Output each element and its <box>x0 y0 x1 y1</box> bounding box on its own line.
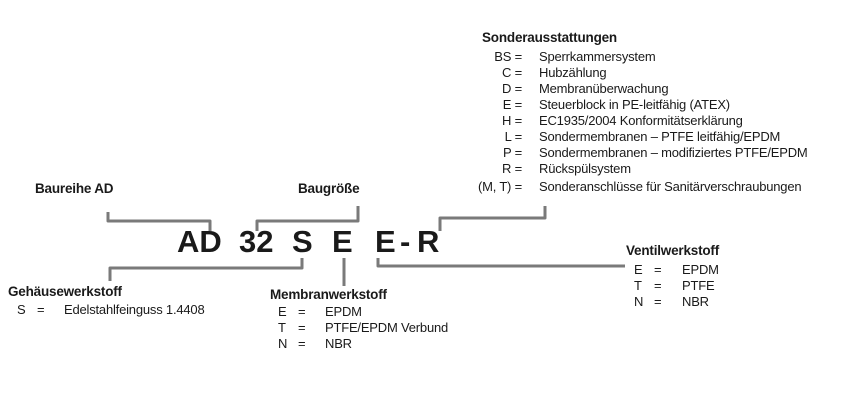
membrane-title: Membranwerkstoff <box>270 287 387 302</box>
valve-title: Ventilwerkstoff <box>626 243 720 258</box>
code-series: AD <box>177 224 222 259</box>
special-title: Sonderausstattungen <box>482 30 617 45</box>
code-housing: S <box>292 224 313 259</box>
series-label: Baureihe AD <box>35 181 114 196</box>
special-connector <box>438 206 547 231</box>
code-membrane: E <box>332 224 353 259</box>
housing-connector <box>108 258 304 281</box>
code-size: 32 <box>239 224 274 259</box>
code-valve: E <box>375 224 396 259</box>
code-dash: - <box>400 224 411 259</box>
series-connector <box>106 212 212 231</box>
code-option: R <box>417 224 440 259</box>
size-label: Baugröße <box>298 181 360 196</box>
housing-title: Gehäusewerkstoff <box>8 284 122 299</box>
valve-connector <box>376 258 625 268</box>
size-connector <box>255 206 360 231</box>
